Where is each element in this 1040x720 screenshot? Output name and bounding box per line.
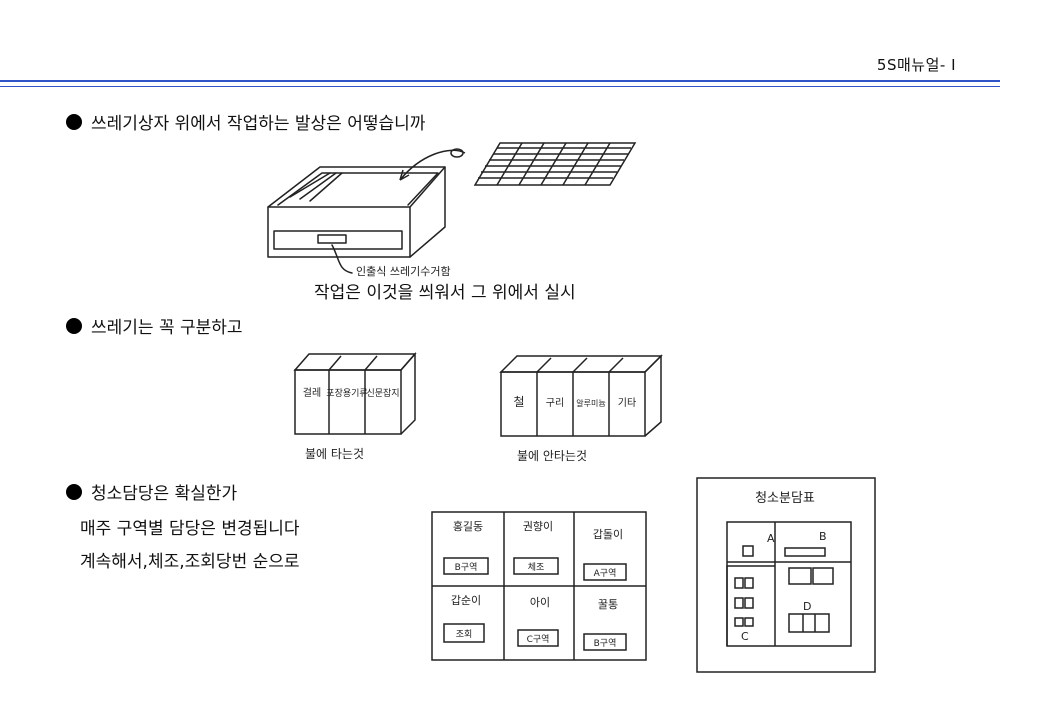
burnable-slot-1: 걸레 <box>303 386 321 399</box>
roster-name-2: 권향이 <box>523 520 553 533</box>
cleaning-board-sketch: 청소분담표 A B C D <box>696 477 876 673</box>
roster-area-1: B구역 <box>455 562 478 573</box>
board-title: 청소분담표 <box>755 491 815 506</box>
zone-label-d: D <box>803 600 811 613</box>
sketch-label: 인출식 쓰레기수거함 <box>356 265 451 278</box>
roster-area-2: 체조 <box>528 562 545 573</box>
header-rule <box>0 80 1000 82</box>
bullet-icon <box>66 483 82 500</box>
nonburnable-slot-4: 기타 <box>618 397 636 409</box>
roster-board-sketch: 홍길동 B구역 권향이 체조 갑돌이 A구역 갑순이 조회 아이 C구역 꿀통 … <box>431 511 647 661</box>
bullet-icon <box>66 113 82 130</box>
nonburnable-slot-3: 알루미늄 <box>576 398 605 408</box>
nonburnable-slot-2: 구리 <box>546 397 564 409</box>
section3-line-2: 계속해서,체조,조회당번 순으로 <box>80 552 300 572</box>
roster-name-6: 꿀통 <box>598 598 618 611</box>
burnable-bins-sketch: 걸레 포장용기류 신문잡지 불에 타는것 <box>293 352 417 461</box>
grid-lid <box>473 142 637 186</box>
zone-label-b: B <box>819 530 827 543</box>
document-title: 5S매뉴얼- I <box>876 56 956 74</box>
section1-heading: 쓰레기상자 위에서 작업하는 발상은 어떻습니까 <box>66 109 425 134</box>
roster-area-5: C구역 <box>527 634 550 645</box>
roster-tag <box>513 557 559 575</box>
roster-area-4: 조회 <box>456 629 473 640</box>
zone-label-a: A <box>767 532 775 545</box>
burnable-slot-2: 포장용기류 <box>326 388 367 399</box>
section2-heading-text: 쓰레기는 꼭 구분하고 <box>91 318 243 338</box>
zone-label-c: C <box>741 630 749 643</box>
drawer <box>273 230 403 250</box>
roster-area-6: B구역 <box>594 638 617 649</box>
burnable-slot-3: 신문잡지 <box>366 387 399 399</box>
roster-tag <box>443 623 485 643</box>
section3-line-1: 매주 구역별 담당은 변경됩니다 <box>80 519 300 539</box>
roster-tag <box>443 557 489 575</box>
section1-caption: 작업은 이것을 씌워서 그 위에서 실시 <box>314 283 576 303</box>
section3-heading: 청소담당은 확실한가 <box>66 479 237 504</box>
roster-name-1: 홍길동 <box>453 519 483 533</box>
nonburnable-slot-1: 철 <box>513 395 524 409</box>
roster-tag <box>583 563 627 581</box>
nonburnable-bins-sketch: 철 구리 알루미늄 기타 불에 안타는것 <box>499 354 663 463</box>
section1-heading-text: 쓰레기상자 위에서 작업하는 발상은 어떻습니까 <box>91 114 426 134</box>
burnable-label: 불에 타는것 <box>305 447 364 461</box>
roster-area-3: A구역 <box>594 568 617 579</box>
arrow-icon <box>399 148 466 181</box>
nonburnable-label: 불에 안타는것 <box>517 449 587 463</box>
section3-heading-text: 청소담당은 확실한가 <box>91 484 238 504</box>
roster-name-4: 갑순이 <box>451 594 481 607</box>
header-rule-thin <box>0 86 1000 87</box>
trash-box-sketch: 인출식 쓰레기수거함 <box>267 142 637 278</box>
section2-heading: 쓰레기는 꼭 구분하고 <box>66 313 243 338</box>
roster-name-5: 아이 <box>530 596 550 609</box>
roster-tag <box>517 629 559 647</box>
roster-tag <box>583 633 627 651</box>
bullet-icon <box>66 317 82 334</box>
roster-name-3: 갑돌이 <box>593 528 623 541</box>
